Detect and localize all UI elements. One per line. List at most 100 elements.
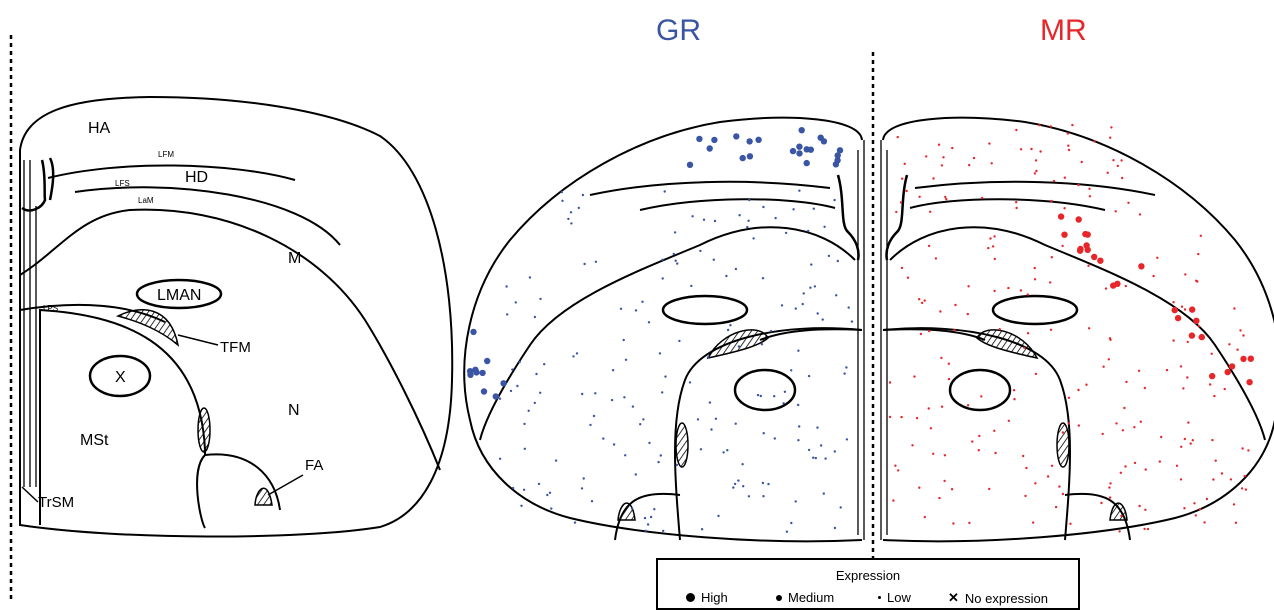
gr-low-dot	[834, 450, 836, 452]
mr-low-dot	[1144, 387, 1146, 389]
gr-low-dot	[797, 439, 799, 441]
mr-low-dot	[932, 177, 934, 179]
mr-low-dot	[928, 407, 930, 409]
gr-low-dot	[516, 385, 518, 387]
mr-low-dot	[1061, 245, 1063, 247]
gr-low-dot	[659, 352, 661, 354]
mr-low-dot	[900, 416, 902, 418]
mr-low-dot	[1187, 341, 1189, 343]
mr-low-dot	[991, 162, 993, 164]
mr-lman	[993, 296, 1077, 324]
gr-low-dot	[729, 324, 731, 326]
mr-low-dot	[938, 497, 940, 499]
gr-low-dot	[762, 495, 764, 497]
gr-low-dot	[823, 492, 825, 494]
gr-high-dot	[808, 147, 814, 153]
mr-low-dot	[981, 197, 983, 199]
gr-high-dot	[479, 370, 485, 376]
gr-low-dot	[578, 207, 580, 209]
mr-low-dot	[889, 416, 891, 418]
mr-low-dot	[1213, 395, 1215, 397]
gr-low-dot	[520, 505, 522, 507]
mr-low-dot	[1058, 485, 1060, 487]
gr-low-dot	[762, 206, 764, 208]
mr-low-dot	[993, 235, 995, 237]
mr-low-dot	[1023, 347, 1025, 349]
mr-low-dot	[971, 440, 973, 442]
mr-high-dot	[1175, 315, 1181, 321]
gr-low-dot	[785, 232, 787, 234]
mr-low-dot	[994, 452, 996, 454]
mr-low-dot	[1184, 273, 1186, 275]
gr-low-dot	[570, 222, 572, 224]
mr-low-dot	[1071, 124, 1073, 126]
mr-low-dot	[951, 488, 953, 490]
mr-high-dot	[1172, 307, 1178, 313]
mr-low-dot	[1034, 267, 1036, 269]
title-mr: MR	[1040, 14, 1087, 47]
mr-low-dot	[1049, 281, 1051, 283]
mr-high-dot	[1240, 356, 1246, 362]
mr-low-dot	[1118, 530, 1120, 532]
mr-low-dot	[1109, 337, 1111, 339]
gr-low-dot	[549, 492, 551, 494]
mr-low-dot	[1063, 207, 1065, 209]
gr-low-dot	[767, 483, 769, 485]
gr-high-dot	[470, 329, 476, 335]
label-lfs: LFS	[115, 179, 130, 188]
gr-low-dot	[725, 275, 727, 277]
mr-low-dot	[980, 395, 982, 397]
mr-low-dot	[993, 430, 995, 432]
gr-low-dot	[703, 219, 705, 221]
mr-low-dot	[1192, 439, 1194, 441]
gr-low-dot	[781, 304, 783, 306]
label-tfm: TFM	[220, 339, 251, 356]
mr-high-dot	[1058, 213, 1064, 219]
mr-high-dot	[1082, 231, 1088, 237]
mr-high-dot	[1209, 373, 1215, 379]
mr-low-dot	[1015, 129, 1017, 131]
gr-low-dot	[709, 401, 711, 403]
mr-low-dot	[1200, 235, 1202, 237]
mr-low-dot	[1211, 353, 1213, 355]
mr-low-dot	[1085, 384, 1087, 386]
mr-low-dot	[988, 488, 990, 490]
mr-high-dot	[1246, 379, 1252, 385]
mr-low-dot	[978, 435, 980, 437]
mr-low-dot	[921, 302, 923, 304]
mr-low-dot	[1110, 126, 1112, 128]
mr-low-dot	[1206, 498, 1208, 500]
mr-high-dot	[1225, 369, 1231, 375]
mr-high-dot	[1076, 216, 1082, 222]
gr-low-dot	[611, 399, 613, 401]
label-lps: LPS	[43, 304, 58, 313]
mr-low-dot	[1236, 349, 1238, 351]
mr-low-dot	[1062, 431, 1064, 433]
gr-low-dot	[790, 522, 792, 524]
mr-low-dot	[1235, 522, 1237, 524]
gr-low-dot	[752, 237, 754, 239]
mr-low-dot	[1211, 439, 1213, 441]
gr-low-dot	[534, 402, 536, 404]
gr-low-dot	[734, 483, 736, 485]
mr-low-dot	[1197, 253, 1199, 255]
gr-high-dot	[707, 145, 713, 151]
gr-low-dot	[674, 231, 676, 233]
mr-low-dot	[901, 267, 903, 269]
mr-low-dot	[1138, 505, 1140, 507]
mr-low-dot	[1121, 177, 1123, 179]
mr-low-dot	[1088, 327, 1090, 329]
mr-low-dot	[918, 298, 920, 300]
label-x: X	[115, 369, 126, 386]
mr-high-dot	[1097, 258, 1103, 264]
gr-low-dot	[632, 405, 634, 407]
gr-low-dot	[701, 528, 703, 530]
mr-low-dot	[1143, 528, 1145, 530]
mr-low-dot	[938, 144, 940, 146]
gr-high-dot	[500, 380, 506, 386]
gr-high-dot	[799, 127, 805, 133]
mr-low-dot	[1117, 165, 1119, 167]
mr-low-dot	[1109, 496, 1111, 498]
gr-low-dot	[591, 500, 593, 502]
mr-low-dot	[1160, 436, 1162, 438]
